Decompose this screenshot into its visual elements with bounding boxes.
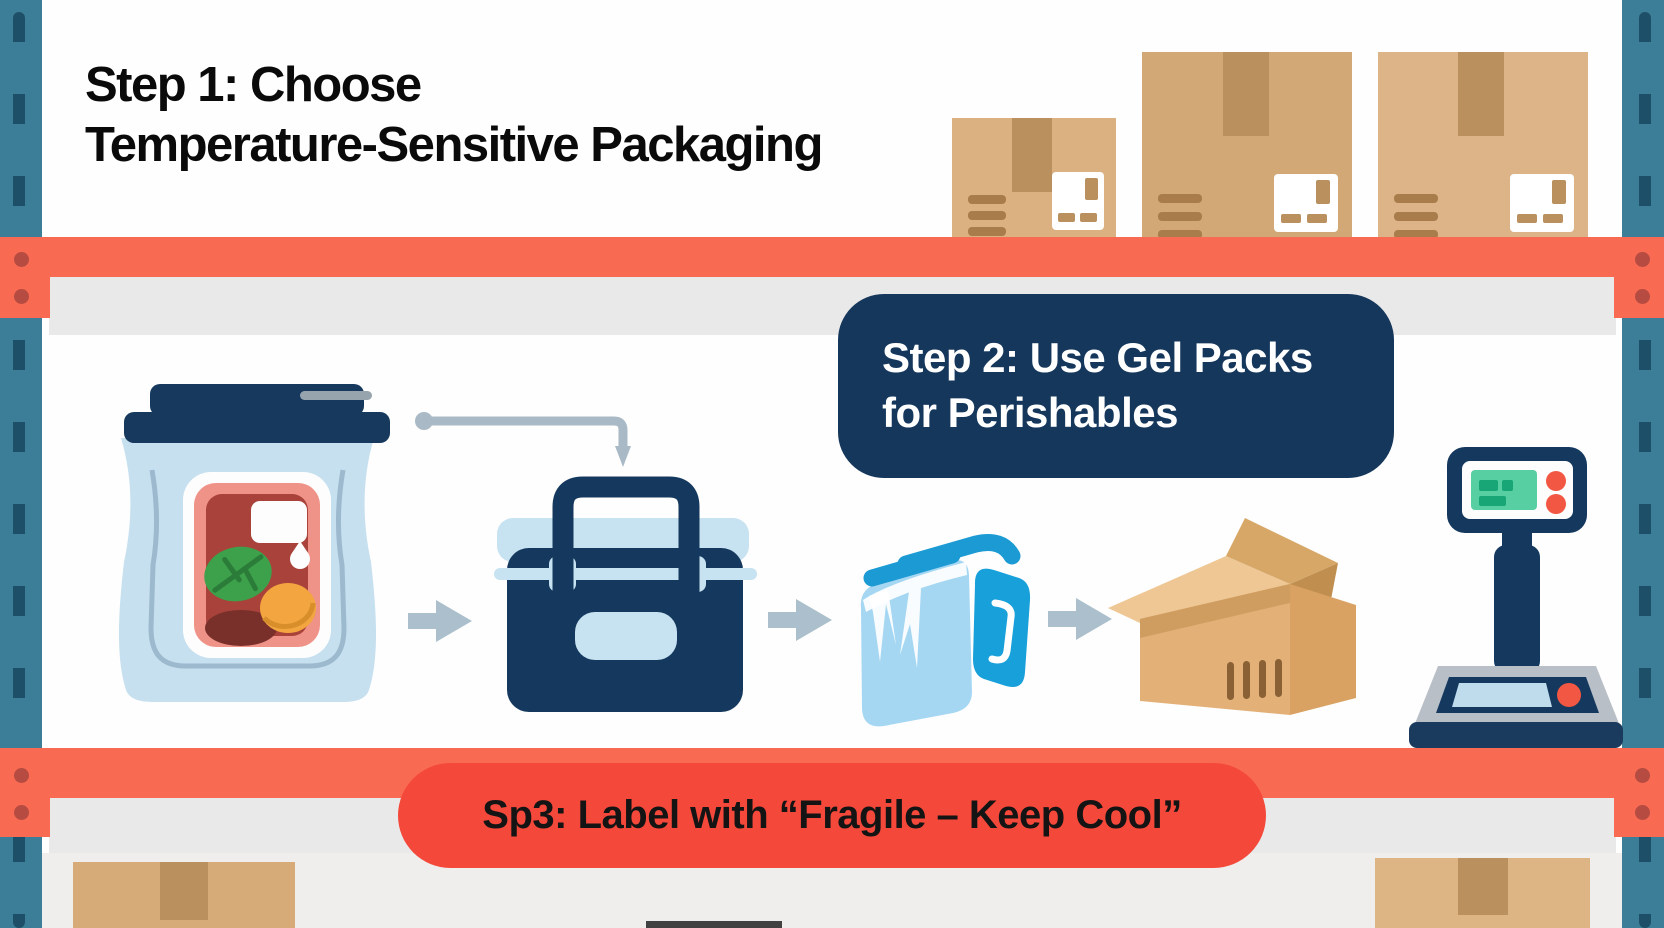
shelf-bracket [1614,237,1664,318]
cardboard-box-icon [1378,52,1588,239]
leaf-icon [204,546,272,602]
step3-pill-label: Sp3: Label with “Fragile – Keep Cool” [482,793,1182,837]
open-shipping-box-icon [1108,518,1356,715]
cardboard-box-icon [1375,858,1590,928]
cardboard-box-icon [73,862,295,928]
cardboard-box-icon [1142,52,1352,239]
step1-title-line1: Step 1: Choose [85,58,422,112]
food-pouch-icon [118,384,390,702]
step3-pill: Sp3: Label with “Fragile – Keep Cool” [398,763,1266,868]
connector-line-icon [415,412,631,467]
shelf-bracket [1614,748,1664,837]
shipping-label [1510,174,1574,232]
box-tape [1223,52,1269,136]
shelf-bracket [0,237,50,318]
shelf-beam-top [0,237,1664,277]
step1-title: Step 1: Choose Temperature-Sensitive Pac… [85,55,823,176]
shipping-label [1274,174,1338,232]
cooler-box-icon [494,476,757,712]
step2-badge: Step 2: Use Gel Packs for Perishables [838,294,1394,478]
box-tape [1012,118,1052,192]
shipping-label [1052,172,1104,230]
box-tape [1458,52,1504,136]
box-tape [160,862,208,920]
gel-pack-icon [860,534,1031,727]
shelf-bracket [0,748,50,837]
bottom-edge-object [646,921,782,928]
step1-title-line2: Temperature-Sensitive Packaging [85,118,823,173]
box-barcode [1227,659,1282,700]
cardboard-box-icon [952,118,1116,237]
step2-badge-line1: Step 2: Use Gel Packs [882,334,1313,382]
box-tape [1458,858,1508,915]
step2-badge-line2: for Perishables [882,389,1178,436]
package-scale-icon [1409,447,1623,748]
flow-arrow-icon [408,598,1112,642]
